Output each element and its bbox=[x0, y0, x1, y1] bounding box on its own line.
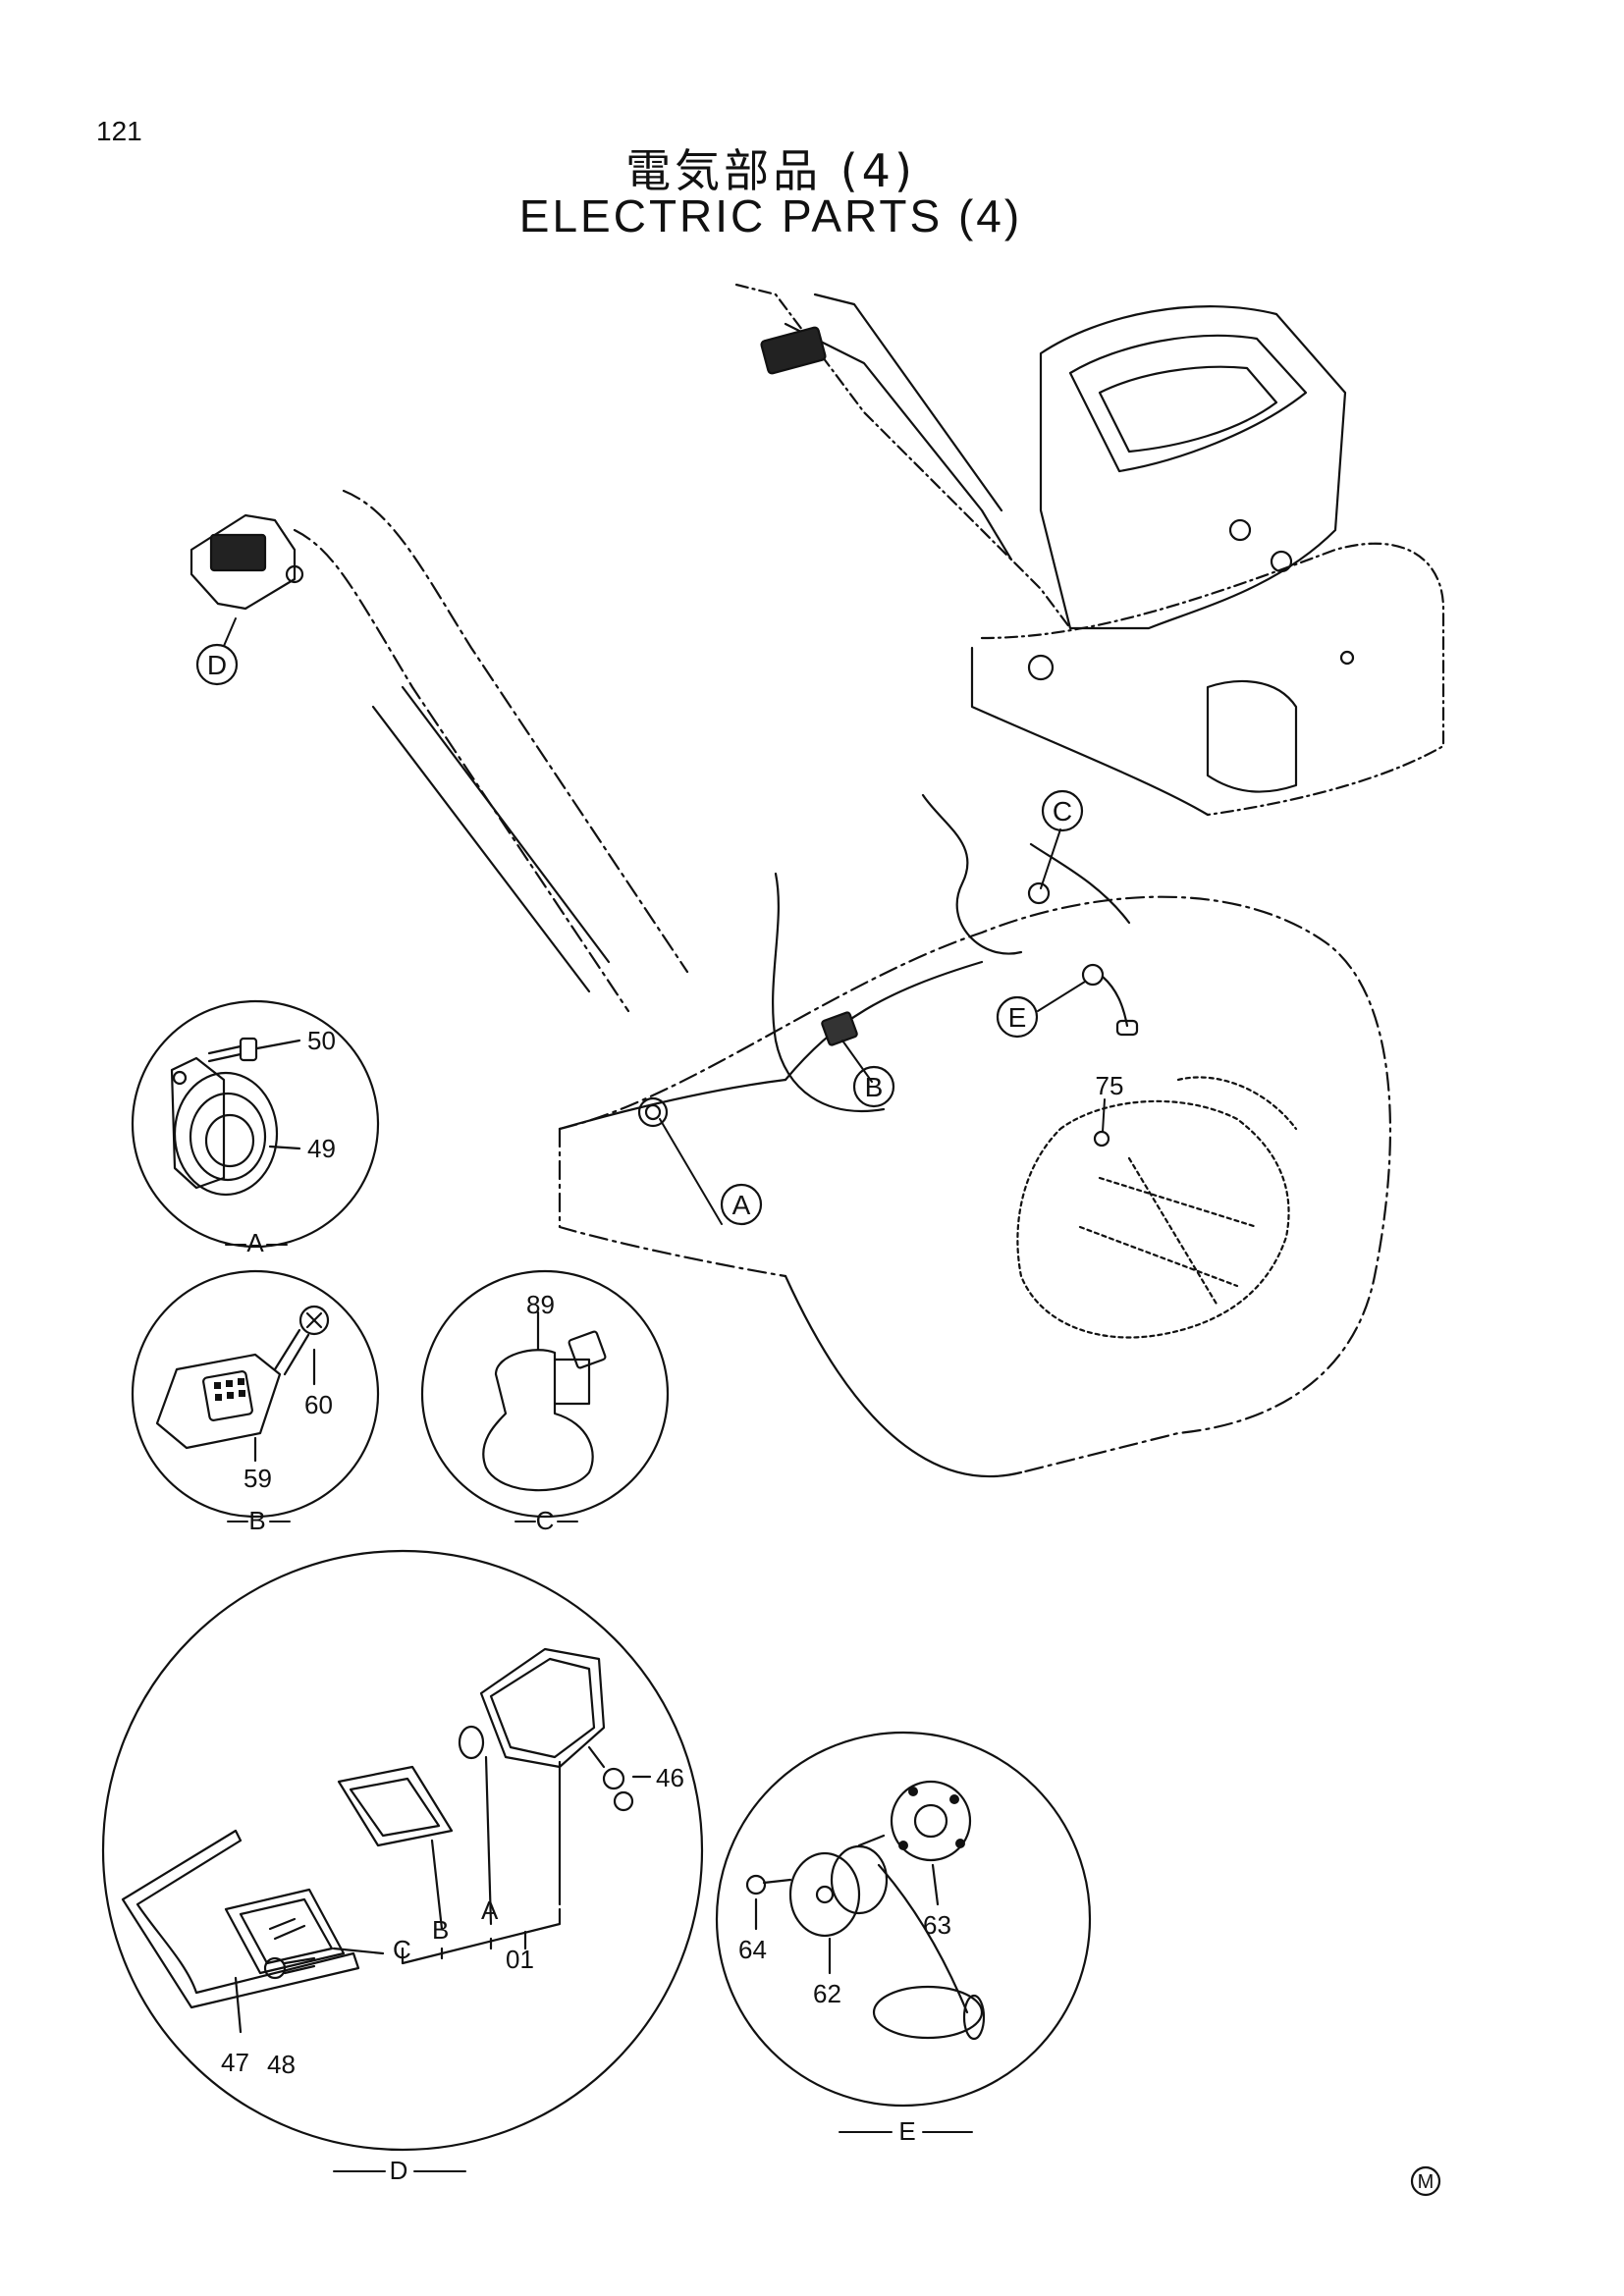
registered-mark: M bbox=[1410, 2165, 1441, 2197]
part-59: 59 bbox=[244, 1464, 272, 1493]
title-japanese: 電気部品 (4) bbox=[625, 144, 916, 197]
callout-B: B bbox=[852, 1065, 895, 1108]
detail-E-label: E bbox=[898, 2116, 915, 2146]
part-63: 63 bbox=[923, 1910, 951, 1940]
part-50: 50 bbox=[307, 1026, 336, 1055]
detail-D: 46 47 48 C B A 01 D bbox=[101, 1549, 704, 2185]
detail-E: 64 62 63 E bbox=[715, 1731, 1092, 2146]
leader-lines bbox=[223, 617, 1106, 1225]
svg-text:M: M bbox=[1418, 2171, 1435, 2193]
detail-label-ticks bbox=[225, 1244, 973, 2172]
part-62: 62 bbox=[813, 1979, 841, 2008]
callout-D: D bbox=[195, 643, 239, 686]
callout-B-label: B bbox=[865, 1072, 884, 1102]
part-48: 48 bbox=[267, 2050, 296, 2079]
detail-A-label: A bbox=[246, 1228, 264, 1257]
part-C: C bbox=[393, 1935, 411, 1964]
detail-B-label: B bbox=[248, 1506, 265, 1535]
callout-E-label: E bbox=[1008, 1002, 1027, 1033]
part-46: 46 bbox=[656, 1763, 684, 1792]
callout-D-label: D bbox=[207, 650, 227, 680]
part-89: 89 bbox=[526, 1290, 555, 1319]
part-60: 60 bbox=[304, 1390, 333, 1419]
detail-A: 50 49 A bbox=[131, 999, 380, 1257]
part-64: 64 bbox=[738, 1935, 767, 1964]
detail-D-label: D bbox=[390, 2156, 408, 2185]
part-01: 01 bbox=[506, 1945, 534, 1974]
detail-C: 89 C bbox=[420, 1269, 670, 1535]
part-A: A bbox=[481, 1896, 499, 1925]
detail-B: 60 59 B bbox=[131, 1269, 380, 1535]
page-number: 121 bbox=[96, 116, 142, 146]
part-75: 75 bbox=[1096, 1071, 1124, 1100]
part-47: 47 bbox=[221, 2048, 249, 2077]
title-english: ELECTRIC PARTS (4) bbox=[518, 190, 1023, 241]
part-B: B bbox=[432, 1915, 449, 1945]
callout-C-label: C bbox=[1053, 796, 1072, 827]
callout-A-label: A bbox=[732, 1190, 751, 1220]
callout-C: C bbox=[1041, 789, 1084, 832]
machine-overview bbox=[189, 283, 1445, 1478]
part-49: 49 bbox=[307, 1134, 336, 1163]
callout-E: E bbox=[996, 995, 1039, 1039]
detail-C-label: C bbox=[536, 1506, 555, 1535]
callout-A: A bbox=[720, 1183, 763, 1226]
